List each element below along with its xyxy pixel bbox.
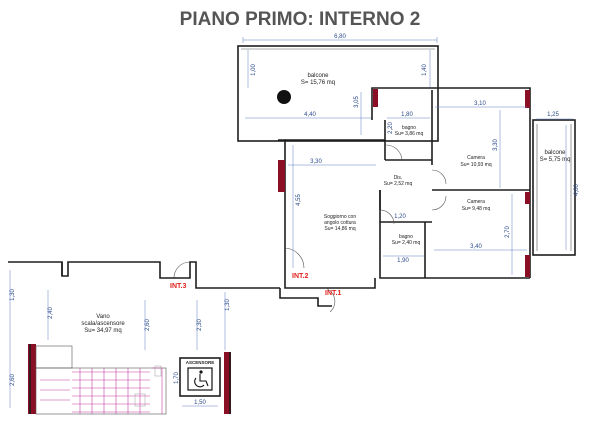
bagno-small-area: Su= 2,40 mq [392, 240, 421, 246]
door-swings [173, 144, 447, 313]
soggiorno-label: Soggiorno con [324, 214, 356, 220]
soggiorno-label-2: angolo cottura [324, 220, 356, 226]
dim-left-4: 2,60 [10, 374, 16, 386]
dim-camera-bot-h: 2,70 [505, 226, 511, 238]
dim-camera-top-h: 3,30 [493, 139, 499, 151]
dim-left-2: 2,40 [48, 307, 54, 319]
dis-label: Dis. [394, 175, 403, 181]
wheelchair-icon [187, 367, 213, 391]
camera-bottom-area: Su= 9,48 mq [462, 206, 491, 212]
window-jambs [28, 89, 530, 414]
dim-balcony-mid-h: 3,05 [354, 96, 360, 108]
vano-label-2: scala/ascensore [81, 321, 125, 327]
dim-asc-h: 1,70 [174, 372, 180, 384]
ascensore-label: ASCENSORE [186, 360, 215, 365]
stair-block-walls [8, 261, 332, 414]
camera-bottom-label: Camera [467, 199, 485, 205]
dim-asc-w: 1,50 [194, 400, 206, 406]
camera-top-label: Camera [467, 155, 485, 161]
balcony-right: balcone S= 5,75 mq [532, 119, 576, 256]
dim-dis-w: 1,20 [394, 214, 406, 220]
bagno-top-area: Su= 3,86 mq [395, 131, 424, 137]
balcony-top-label: balcone [307, 73, 329, 79]
bagno-top-label: bagno [402, 125, 416, 131]
dim-balcony-inner-w: 4,40 [304, 112, 316, 118]
dim-mid-2: 2,30 [197, 319, 203, 331]
balcony-top: balcone S= 15,76 mq [237, 45, 439, 142]
int3-marker: INT.3 [170, 283, 186, 290]
dim-top-width: 6,80 [334, 34, 346, 40]
elevator[interactable]: ASCENSORE [179, 357, 221, 397]
dim-soggiorno-h: 4,55 [296, 194, 302, 206]
vano-area: Su= 34,97 mq [84, 328, 122, 334]
int2-marker: INT.2 [292, 273, 308, 280]
int1-marker: INT.1 [325, 290, 341, 297]
dim-balcony-right-h: 1,40 [422, 64, 428, 76]
dim-camera-top-w: 3,10 [474, 101, 486, 107]
vano-label: Vano [96, 314, 110, 320]
soggiorno-area: Su= 14,86 mq [324, 226, 355, 232]
staircase [35, 345, 167, 415]
dis-area: Su= 2,52 mq [384, 181, 413, 187]
camera-top-area: Su= 10,93 mq [460, 162, 491, 168]
balcony-top-area: S= 15,76 mq [301, 80, 335, 86]
balcony-right-label: balcone [544, 150, 566, 156]
dim-left-1: 1,30 [10, 289, 16, 301]
drain-icon [277, 90, 291, 104]
dim-bagno-small-w: 1,90 [397, 258, 409, 264]
dim-bagno-w: 1,80 [401, 112, 413, 118]
dim-camera-bot-w: 3,40 [470, 244, 482, 250]
dim-bagno-h: 2,20 [388, 122, 394, 134]
dim-soggiorno-w: 3,30 [310, 159, 322, 165]
dim-balcony-r-w: 1,25 [547, 112, 559, 118]
plan-title: PIANO PRIMO: INTERNO 2 [180, 9, 421, 30]
dim-balcony-left-h: 1,00 [251, 64, 257, 76]
dim-mid-1: 1,30 [225, 299, 231, 311]
dim-balcony-r-h: 4,60 [574, 184, 580, 196]
bagno-small-label: bagno [399, 234, 413, 240]
dim-left-3: 2,60 [145, 319, 151, 331]
balcony-right-area: S= 5,75 mq [540, 157, 571, 163]
